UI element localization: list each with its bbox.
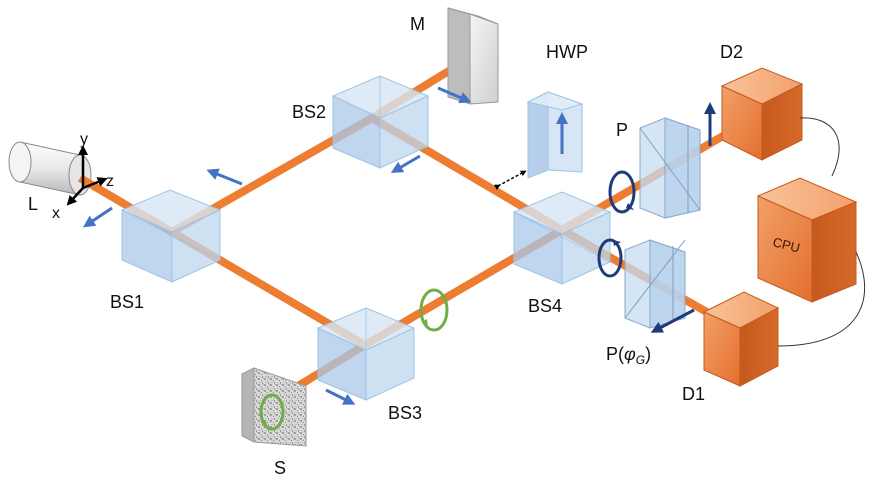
polarizer-label: P: [616, 120, 628, 140]
bs2-label: BS2: [292, 102, 326, 122]
polarizer-upper: [639, 117, 701, 219]
hwp-label: HWP: [546, 42, 588, 62]
circle-green-bs3-bs4: [419, 288, 449, 332]
axis-y-label: y: [80, 131, 88, 148]
arrow-sample-pol: [325, 388, 356, 405]
detector-arrows: [650, 102, 716, 333]
bs4-label: BS4: [528, 296, 562, 316]
detector-1: [702, 291, 780, 387]
beam-splitter-1: [120, 189, 222, 283]
cable-d2-cpu: [799, 117, 840, 177]
d1-label: D1: [682, 384, 705, 404]
sample: [241, 367, 307, 447]
bs3-label: BS3: [388, 403, 422, 423]
beam-splitter-4: [512, 191, 612, 285]
polarization-arrows: [83, 86, 472, 405]
polarizer-lower: [624, 239, 686, 329]
half-wave-plate: [526, 91, 584, 179]
arrow-bs2-out-pol: [390, 154, 421, 174]
axis-x-arrow: [66, 187, 84, 206]
arrow-bs1-bs2-pol: [206, 168, 243, 186]
mirror: [447, 7, 499, 105]
hwp-insert-arrow: [493, 170, 527, 191]
axis-x-label: x: [52, 205, 60, 222]
arrow-source-pol: [83, 206, 113, 228]
sample-circular-arrow: [259, 393, 285, 431]
d2-label: D2: [720, 42, 743, 62]
circle-navy-lower: [597, 238, 623, 278]
beam-splitter-2: [331, 75, 430, 169]
circular-polarization: [419, 170, 636, 332]
cpu-label: CPU: [771, 234, 801, 255]
laser-source: [8, 141, 92, 196]
mirror-label: M: [410, 14, 425, 34]
axis-z-arrow: [82, 177, 108, 190]
circle-navy-upper: [608, 170, 636, 214]
cable-cpu-d1: [777, 251, 866, 347]
sample-label: S: [274, 458, 286, 478]
arrow-mirror-pol: [437, 86, 472, 104]
detector-2: [720, 67, 804, 161]
cpu-box: CPU: [756, 177, 858, 303]
source-label: L: [28, 194, 38, 214]
bs1-label: BS1: [110, 292, 144, 312]
polarizer-g-label: P(φG): [606, 344, 651, 367]
beam-splitter-3: [316, 307, 416, 401]
axis-z-label: z: [106, 173, 114, 190]
arrow-d1-pol: [650, 308, 695, 333]
coordinate-axes: [66, 145, 108, 206]
cables: [777, 117, 866, 347]
